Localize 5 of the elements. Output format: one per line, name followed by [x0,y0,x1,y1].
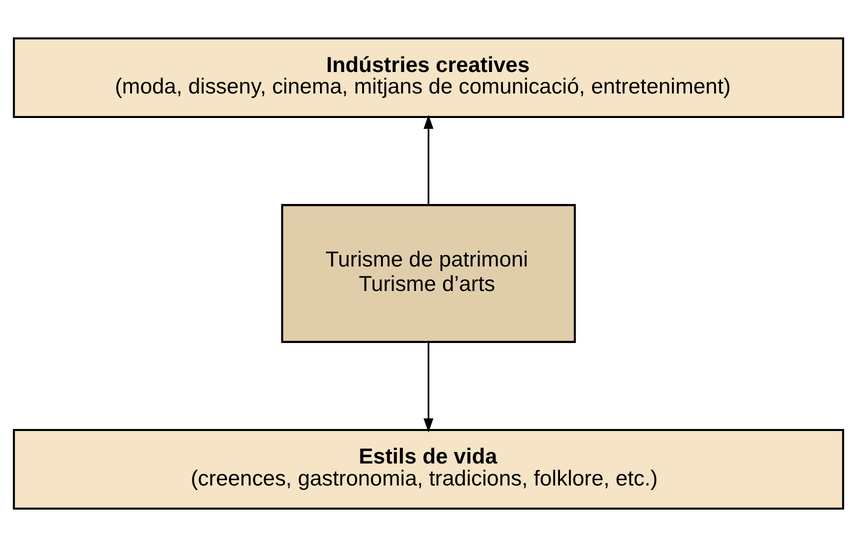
arrow [424,114,434,205]
node-box: Turisme de patrimoni Turisme d’arts [281,204,576,343]
node-box: Indústries creatives (moda, disseny, cinema, mitjans de comunicació, entreteniment) [12,37,844,118]
node-box: Estils de vida (creences, gastronomia, tradicions, folklore, etc.) [12,428,844,510]
arrow [424,342,434,432]
